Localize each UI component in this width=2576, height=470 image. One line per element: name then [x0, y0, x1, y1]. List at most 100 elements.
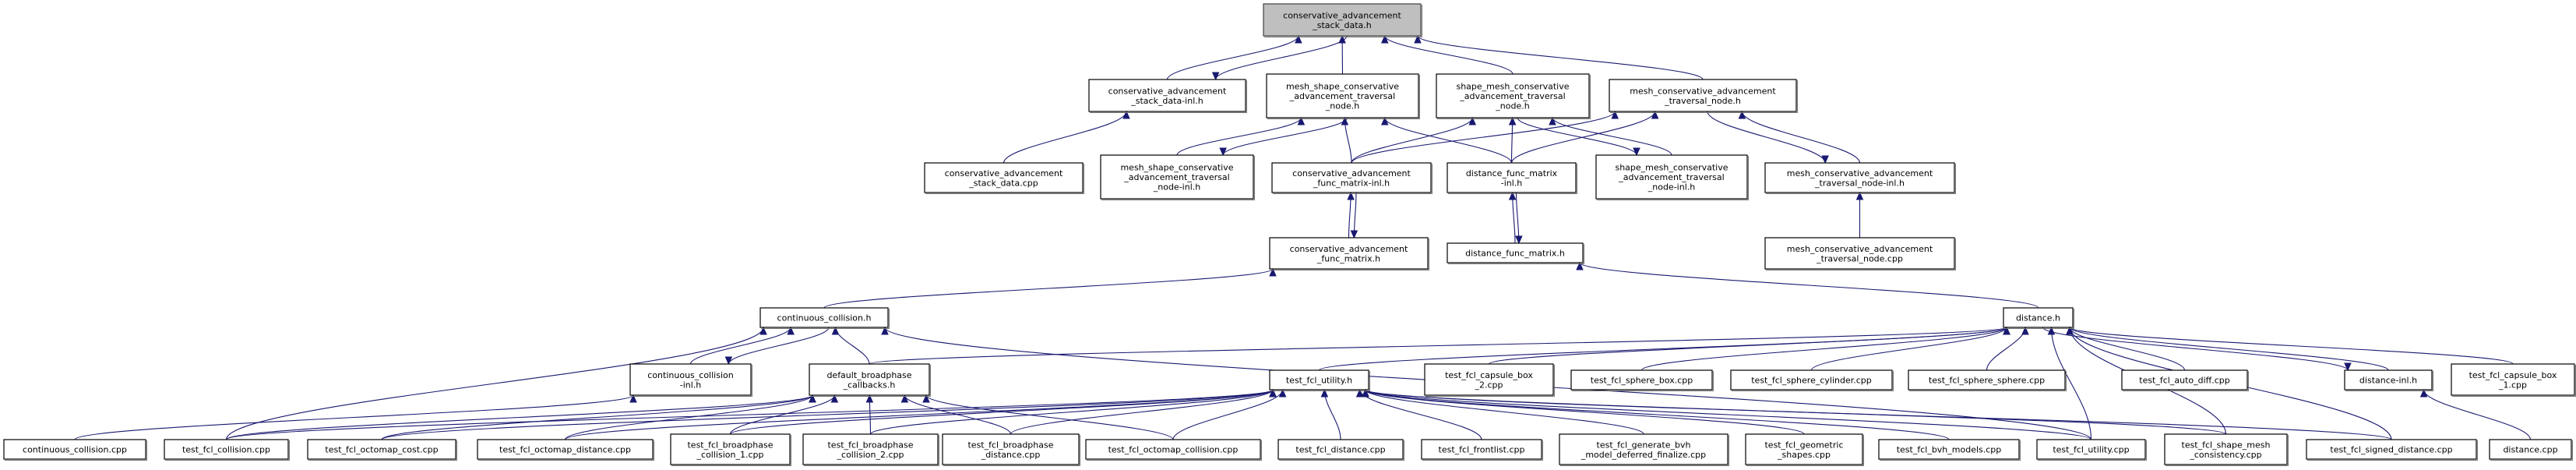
- arrowhead-icon: [1269, 267, 1277, 277]
- node-box: [1764, 237, 1955, 270]
- file-node[interactable]: distance.cpp: [2489, 439, 2573, 461]
- node-label: _advancement_traversal: [1618, 172, 1724, 182]
- edge-line: [1510, 111, 1656, 164]
- file-node[interactable]: test_fcl_octomap_distance.cpp: [477, 439, 654, 461]
- nodes-layer: conservative_advancement_stack_data.hcon…: [3, 3, 2576, 466]
- dependency-edge: [1176, 116, 1306, 156]
- node-box: [1595, 154, 1748, 200]
- file-node[interactable]: test_fcl_broadphase_collision_1.cpp: [670, 433, 791, 466]
- node-shadow: [943, 435, 1080, 466]
- dependency-edge: [1010, 388, 1277, 435]
- arrowhead-icon: [1338, 34, 1346, 44]
- arrowhead-icon: [1211, 72, 1220, 81]
- arrowhead-icon: [1350, 230, 1358, 239]
- file-node[interactable]: mesh_shape_conservative_advancement_trav…: [1266, 73, 1420, 119]
- file-node[interactable]: conservative_advancement_func_matrix.h: [1269, 237, 1429, 270]
- arrowhead-icon: [1508, 116, 1517, 125]
- edge-line: [2069, 327, 2514, 365]
- edge-line: [689, 327, 791, 365]
- node-box: [164, 439, 289, 460]
- dependency-edge: [1172, 388, 1287, 440]
- file-node[interactable]: shape_mesh_conservative_advancement_trav…: [1436, 73, 1591, 119]
- node-label: _advancement_traversal: [1123, 172, 1229, 182]
- node-shadow: [478, 440, 654, 461]
- edge-line: [1222, 117, 1348, 156]
- file-node[interactable]: test_fcl_octomap_cost.cpp: [307, 439, 457, 461]
- file-node[interactable]: test_fcl_capsule_box_2.cpp: [1424, 363, 1555, 397]
- dependency-edge: [1003, 110, 1130, 164]
- dependency-edge: [689, 326, 795, 365]
- file-node[interactable]: test_fcl_frontlist.cpp: [1421, 439, 1543, 461]
- arrowhead-icon: [1380, 116, 1389, 125]
- node-shadow: [2038, 440, 2147, 461]
- edge-line: [381, 389, 1274, 440]
- dependency-edge: [1517, 117, 1640, 157]
- arrowhead-icon: [1611, 110, 1619, 119]
- file-node[interactable]: test_fcl_bvh_models.cpp: [1878, 439, 2021, 461]
- node-box: [1764, 162, 1955, 193]
- file-node[interactable]: distance_func_matrix.h: [1447, 242, 1584, 264]
- root-file-node[interactable]: conservative_advancement_stack_data.h: [1263, 3, 1422, 37]
- file-node[interactable]: test_fcl_sphere_box.cpp: [1570, 369, 1714, 391]
- file-node[interactable]: distance.h: [2003, 307, 2074, 329]
- arrowhead-icon: [2344, 362, 2352, 372]
- edge-line: [2069, 327, 2389, 371]
- node-label: mesh_conservative_advancement: [1787, 168, 1933, 178]
- arrowhead-icon: [1295, 34, 1302, 44]
- file-node[interactable]: test_fcl_generate_bvh_model_deferred_fin…: [1559, 433, 1729, 466]
- node-label: _node.h: [1325, 101, 1359, 111]
- dependency-edge: [2042, 327, 2352, 372]
- file-node[interactable]: mesh_conservative_advancement_traversal_…: [1609, 79, 1798, 113]
- file-node[interactable]: distance_func_matrix-inl.h: [1447, 162, 1577, 194]
- file-node[interactable]: test_fcl_sphere_cylinder.cpp: [1730, 369, 1894, 391]
- edge-line: [1003, 111, 1127, 164]
- file-node[interactable]: test_fcl_utility.cpp: [2036, 439, 2147, 461]
- file-node[interactable]: test_fcl_broadphase_distance.cpp: [942, 433, 1080, 466]
- file-node[interactable]: test_fcl_capsule_box_1.cpp: [2451, 363, 2576, 397]
- file-node[interactable]: test_fcl_shape_mesh_consistency.cpp: [2164, 433, 2289, 466]
- dependency-edge: [1549, 116, 1672, 156]
- file-node[interactable]: default_broadphase_callbacks.h: [809, 363, 931, 397]
- node-shadow: [1766, 239, 1956, 270]
- file-node[interactable]: test_fcl_octomap_collision.cpp: [1085, 439, 1262, 461]
- dependency-edge: [1810, 326, 2010, 371]
- node-shadow: [2123, 371, 2249, 391]
- node-shadow: [1766, 164, 1956, 194]
- file-node[interactable]: test_fcl_auto_diff.cpp: [2121, 369, 2249, 391]
- node-label: test_fcl_geometric: [1764, 440, 1843, 450]
- file-node[interactable]: conservative_advancement_stack_data-inl.…: [1088, 79, 1247, 113]
- file-node[interactable]: test_fcl_geometric_shapes.cpp: [1745, 433, 1864, 466]
- file-node[interactable]: test_fcl_signed_distance.cpp: [2306, 439, 2478, 461]
- arrowhead-icon: [2047, 326, 2056, 335]
- file-node[interactable]: continuous_collision.h: [759, 307, 890, 329]
- file-node[interactable]: test_fcl_distance.cpp: [1277, 439, 1404, 461]
- node-label: test_fcl_utility.h: [1286, 376, 1352, 386]
- file-node[interactable]: conservative_advancement_func_matrix-inl…: [1271, 162, 1432, 194]
- node-label: test_fcl_bvh_models.cpp: [1897, 445, 2002, 455]
- arrowhead-icon: [830, 394, 839, 403]
- arrowhead-icon: [787, 326, 795, 335]
- file-node[interactable]: shape_mesh_conservative_advancement_trav…: [1595, 154, 1749, 200]
- edge-line: [1351, 117, 1473, 164]
- file-node[interactable]: continuous_collision.cpp: [3, 439, 147, 461]
- dependency-edge: [1380, 116, 1513, 164]
- file-node[interactable]: test_fcl_utility.h: [1269, 369, 1370, 391]
- edge-line: [1215, 35, 1348, 80]
- file-node[interactable]: mesh_conservative_advancement_traversal_…: [1764, 237, 1956, 270]
- file-node[interactable]: mesh_conservative_advancement_traversal_…: [1764, 162, 1956, 194]
- file-node[interactable]: distance-inl.h: [2344, 369, 2433, 391]
- file-node[interactable]: test_fcl_collision.cpp: [164, 439, 290, 461]
- arrowhead-icon: [1651, 110, 1659, 119]
- file-node[interactable]: test_fcl_sphere_sphere.cpp: [1908, 369, 2067, 391]
- edge-line: [1365, 389, 2092, 440]
- edge-line: [2069, 327, 2186, 371]
- edge-line: [823, 268, 1274, 309]
- edge-line: [1384, 117, 1513, 164]
- file-node[interactable]: test_fcl_broadphase_collision_2.cpp: [802, 433, 939, 466]
- node-box: [1277, 439, 1404, 460]
- node-shadow: [1610, 80, 1798, 113]
- file-node[interactable]: conservative_advancement_stack_data.cpp: [924, 162, 1084, 194]
- file-node[interactable]: mesh_shape_conservative_advancement_trav…: [1100, 154, 1255, 200]
- node-box: [1421, 439, 1542, 460]
- file-node[interactable]: continuous_collision-inl.h: [629, 363, 752, 397]
